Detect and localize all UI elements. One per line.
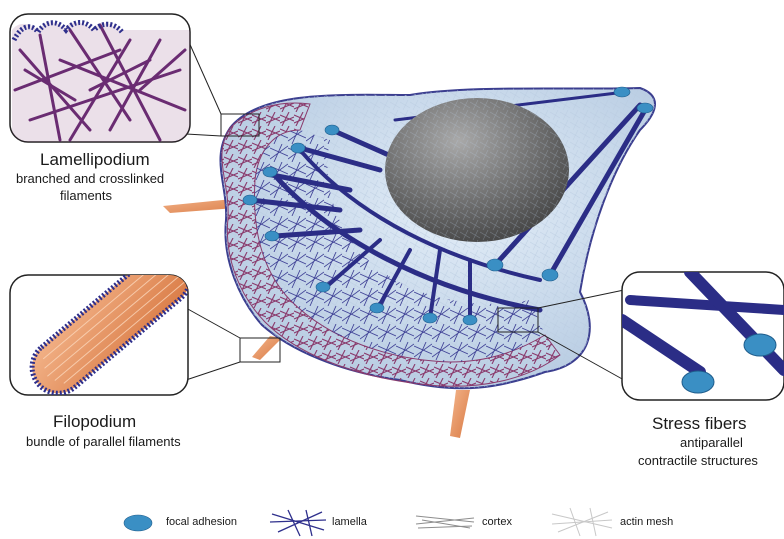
legend-label-focal-adhesion: focal adhesion xyxy=(166,516,237,528)
legend-label-actin-mesh: actin mesh xyxy=(620,516,673,528)
stress-fibers-inset xyxy=(622,272,784,400)
lamellipodium-desc-line2: filaments xyxy=(60,187,112,204)
legend-label-lamella: lamella xyxy=(332,516,367,528)
lamellipodium-title: Lamellipodium xyxy=(40,150,150,170)
legend-label-cortex: cortex xyxy=(482,516,512,528)
nucleus xyxy=(385,98,569,242)
filopodium-title: Filopodium xyxy=(53,412,136,432)
lamellipodium-inset xyxy=(10,14,190,142)
actin-mesh-icon xyxy=(552,508,612,536)
stress-fibers-title: Stress fibers xyxy=(652,414,746,434)
cortex-icon xyxy=(416,516,474,528)
focal-adhesion-icon xyxy=(124,515,152,531)
filopodium-inset xyxy=(10,242,200,404)
lamella-icon xyxy=(270,510,326,536)
stress-fibers-desc-line2: contractile structures xyxy=(638,452,758,469)
lamellipodium-desc-line1: branched and crosslinked xyxy=(16,170,164,187)
filopodium-desc: bundle of parallel filaments xyxy=(26,433,181,450)
stress-fibers-desc-line1: antiparallel xyxy=(680,434,743,451)
